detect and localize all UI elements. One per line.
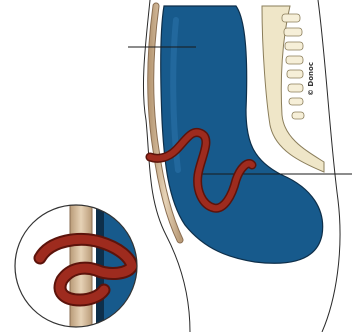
- copyright-text: © Donoc: [307, 62, 315, 96]
- magnified-inset: [15, 200, 158, 332]
